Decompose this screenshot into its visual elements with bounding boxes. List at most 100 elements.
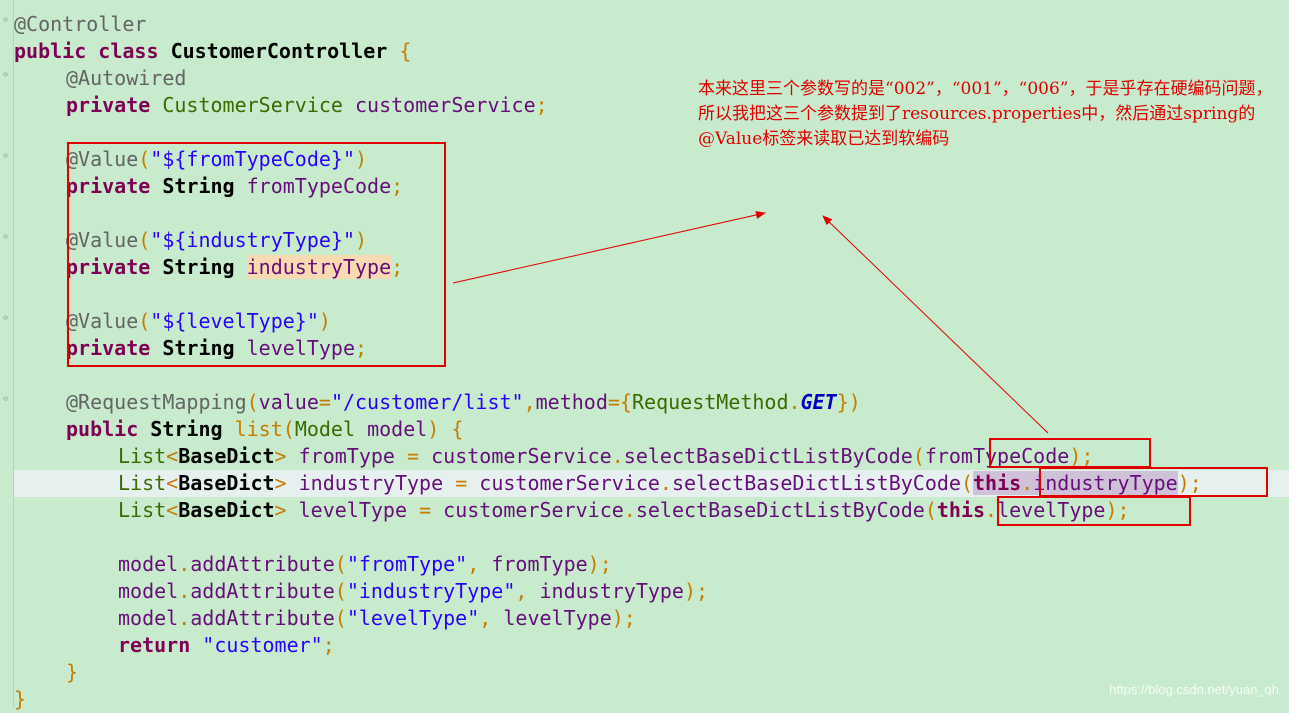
string-literal: "${industryType}" (150, 228, 355, 252)
method-name: selectBaseDictListByCode (671, 471, 961, 495)
string-literal: "industryType" (346, 579, 516, 603)
keyword: return (118, 633, 191, 657)
field-name-highlighted: industryType (246, 255, 392, 279)
method-name: addAttribute (190, 579, 335, 603)
argument: levelType (997, 498, 1106, 522)
annotation-value: @Value (66, 147, 139, 171)
code-line: } (14, 687, 27, 711)
code-line: model.addAttribute("levelType", levelTyp… (118, 606, 636, 630)
code-line: return "customer"; (118, 633, 335, 657)
field-name: customerService (355, 93, 536, 117)
type-name: List (118, 498, 167, 522)
fold-marker-icon[interactable]: ⊖ (3, 70, 8, 79)
string-literal: "/customer/list" (330, 390, 524, 414)
code-line: model.addAttribute("fromType", fromType)… (118, 552, 612, 576)
enum-constant: GET (800, 390, 837, 414)
type-name: BaseDict (178, 498, 275, 522)
type-name: BaseDict (178, 471, 275, 495)
method-name: selectBaseDictListByCode (623, 444, 913, 468)
method-name: addAttribute (190, 552, 335, 576)
annotation-controller: @Controller (14, 12, 147, 36)
code-line: private String fromTypeCode; (66, 174, 404, 198)
variable-name: industryType (539, 579, 684, 603)
fold-marker-icon[interactable]: ⊖ (3, 394, 8, 403)
annotation-request-mapping: @RequestMapping (66, 390, 247, 414)
variable-name: levelType (298, 498, 408, 522)
variable-name: model (118, 606, 179, 630)
code-editor[interactable]: @Controller public class CustomerControl… (14, 11, 1289, 713)
code-line: private String levelType; (66, 336, 368, 360)
type-name: String (162, 174, 235, 198)
param-name: model (367, 417, 428, 441)
keyword: class (98, 39, 159, 63)
string-literal: "${fromTypeCode}" (150, 147, 355, 171)
code-line: @Value("${levelType}") (66, 309, 331, 333)
keyword: private (66, 255, 151, 279)
keyword: private (66, 336, 151, 360)
method-name: addAttribute (190, 606, 335, 630)
code-line: private CustomerService customerService; (66, 93, 548, 117)
arrow-to-note (822, 215, 1049, 434)
string-literal: "fromType" (346, 552, 468, 576)
annotation-note: 本来这里三个参数写的是“002”，“001”，“006”，于是乎存在硬编码问题，… (698, 79, 1273, 149)
attribute-name: method (535, 390, 608, 414)
fold-marker-icon[interactable]: ⊖ (3, 151, 8, 160)
fold-marker-icon[interactable]: ⊖ (3, 15, 8, 24)
code-line: public class CustomerController { (14, 38, 1289, 65)
field-name: fromTypeCode (246, 174, 392, 198)
code-line: @Value("${industryType}") (66, 228, 368, 252)
code-line: @RequestMapping(value="/customer/list",m… (66, 390, 861, 414)
annotation-autowired: @Autowired (66, 66, 187, 90)
argument: fromTypeCode (924, 444, 1070, 468)
type-name: CustomerService (162, 93, 343, 117)
editor-gutter: ⊖ ⊖ ⊖ ⊖ ⊖ ⊖ (0, 0, 14, 707)
brace: { (399, 39, 412, 63)
variable-name: model (118, 579, 179, 603)
string-literal: "levelType" (346, 606, 480, 630)
field-name: customerService (479, 471, 660, 495)
keyword: private (66, 174, 151, 198)
code-line: @Controller (14, 11, 1289, 38)
arrow-to-note (452, 211, 766, 284)
field-name: levelType (246, 336, 356, 360)
string-literal: "${levelType}" (150, 309, 319, 333)
code-line: private String industryType; (66, 255, 404, 279)
variable-name: industryType (298, 471, 444, 495)
code-line: @Value("${fromTypeCode}") (66, 147, 368, 171)
type-name: String (150, 417, 223, 441)
variable-name: model (118, 552, 179, 576)
code-line: List<BaseDict> fromType = customerServic… (118, 444, 1094, 468)
code-line: } (66, 660, 79, 684)
code-line: List<BaseDict> levelType = customerServi… (118, 498, 1130, 522)
keyword: private (66, 93, 151, 117)
annotation-value: @Value (66, 309, 139, 333)
type-name: RequestMethod (631, 390, 789, 414)
code-line-current: List<BaseDict> industryType = customerSe… (14, 470, 1289, 497)
type-name: String (162, 255, 235, 279)
variable-name: fromType (298, 444, 395, 468)
fold-marker-icon[interactable]: ⊖ (3, 232, 8, 241)
type-name: Model (294, 417, 356, 441)
string-literal: "customer" (202, 633, 323, 657)
keyword: public (66, 417, 139, 441)
keyword: public (14, 39, 87, 63)
field-name: customerService (443, 498, 624, 522)
type-name: BaseDict (178, 444, 275, 468)
highlight-box-arg-3 (997, 496, 1191, 526)
field-name: customerService (431, 444, 612, 468)
attribute-name: value (258, 390, 319, 414)
keyword-this: this (936, 498, 986, 522)
code-line: @Autowired (14, 65, 1289, 92)
method-name: list (234, 417, 283, 441)
type-name: List (118, 471, 167, 495)
highlight-box-value-fields (67, 142, 446, 367)
class-name: CustomerController (170, 39, 388, 63)
fold-marker-icon[interactable]: ⊖ (3, 313, 8, 322)
keyword-this: this (972, 471, 1022, 495)
variable-name: levelType (503, 606, 612, 630)
watermark: https://blog.csdn.net/yuan_qh (1109, 682, 1279, 697)
argument: industryType (1033, 471, 1178, 495)
method-name: selectBaseDictListByCode (635, 498, 925, 522)
code-line: model.addAttribute("industryType", indus… (118, 579, 709, 603)
